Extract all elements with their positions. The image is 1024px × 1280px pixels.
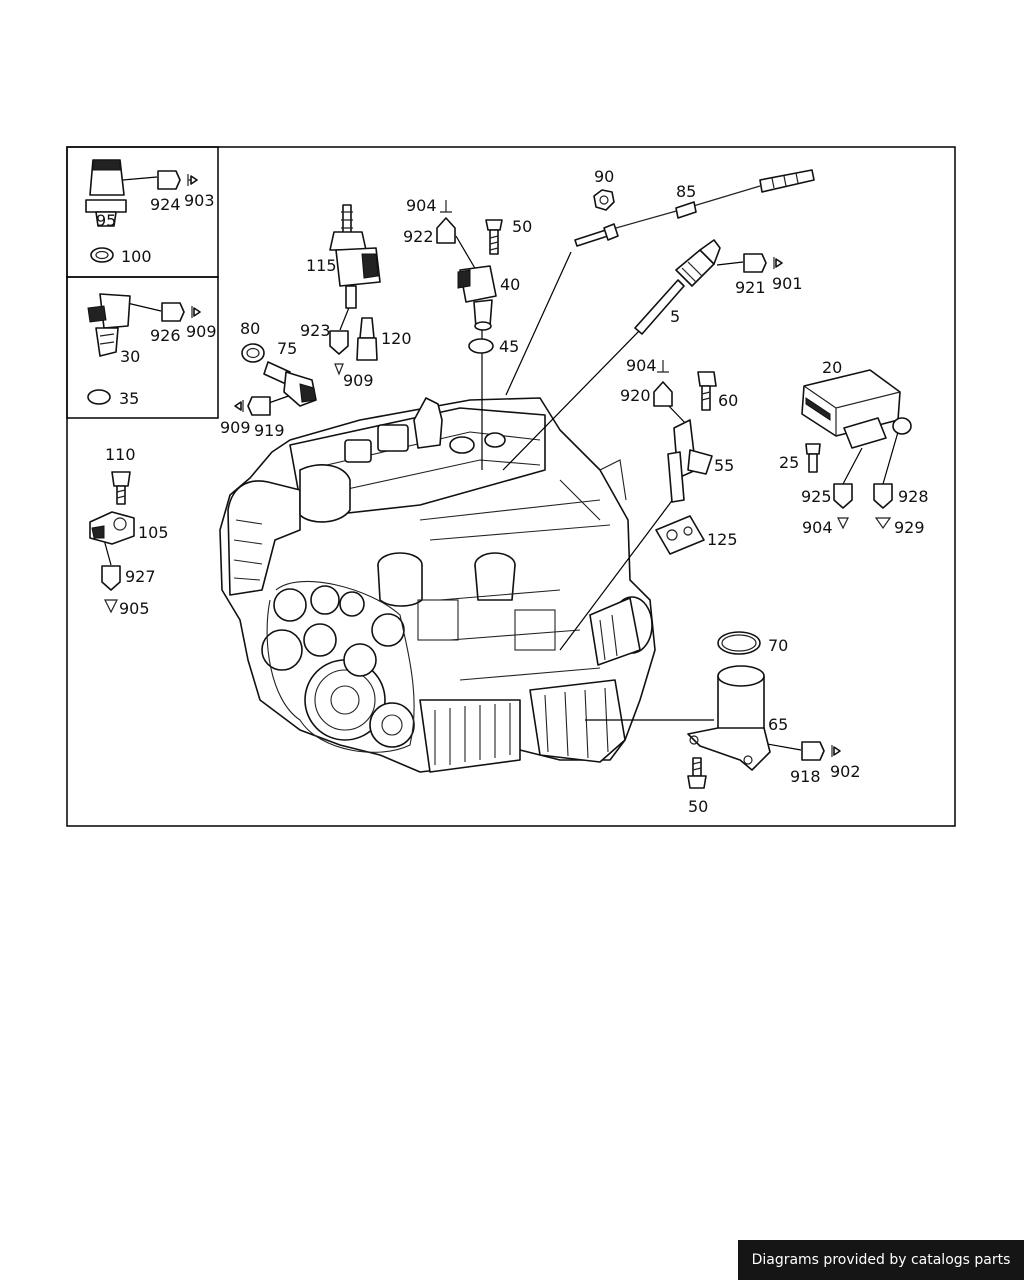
callout-55[interactable]: 55 <box>714 456 734 475</box>
callout-904-c[interactable]: 904 <box>802 518 833 537</box>
callout-923[interactable]: 923 <box>300 321 331 340</box>
callout-90[interactable]: 90 <box>594 167 614 186</box>
callout-909-a[interactable]: 909 <box>186 322 217 341</box>
part-70-seal-ring-icon[interactable] <box>717 631 761 655</box>
callout-20[interactable]: 20 <box>822 358 842 377</box>
part-95-sensor-icon[interactable] <box>85 159 127 227</box>
callout-926[interactable]: 926 <box>150 326 181 345</box>
callout-919[interactable]: 919 <box>254 421 285 440</box>
callout-105[interactable]: 105 <box>138 523 169 542</box>
callout-922[interactable]: 922 <box>403 227 434 246</box>
callout-45[interactable]: 45 <box>499 337 519 356</box>
part-105-knock-sensor-icon[interactable] <box>89 511 135 545</box>
callout-120[interactable]: 120 <box>381 329 412 348</box>
part-110-bolt-icon[interactable] <box>111 471 131 505</box>
callout-85[interactable]: 85 <box>676 182 696 201</box>
callout-921[interactable]: 921 <box>735 278 766 297</box>
part-45-seal-ring-icon[interactable] <box>468 338 494 354</box>
part-60-bolt-icon[interactable] <box>697 371 717 411</box>
part-40-sensor-icon[interactable] <box>457 265 497 331</box>
callout-920[interactable]: 920 <box>620 386 651 405</box>
callout-95[interactable]: 95 <box>96 211 116 230</box>
part-125-gasket-icon[interactable] <box>655 515 705 555</box>
callout-25[interactable]: 25 <box>779 453 799 472</box>
callout-5[interactable]: 5 <box>670 307 680 326</box>
part-50-bolt-icon[interactable] <box>485 219 503 255</box>
part-120-connector-icon[interactable] <box>356 317 378 361</box>
part-35-seal-ring-icon[interactable] <box>87 389 111 405</box>
callout-70[interactable]: 70 <box>768 636 788 655</box>
part-75-temp-sensor-icon[interactable] <box>263 361 317 407</box>
callout-925[interactable]: 925 <box>801 487 832 506</box>
callout-929[interactable]: 929 <box>894 518 925 537</box>
part-85-probe-icon[interactable] <box>574 169 815 247</box>
part-30-sensor-icon[interactable] <box>87 293 131 357</box>
callout-110[interactable]: 110 <box>105 445 136 464</box>
part-80-seal-ring-icon[interactable] <box>241 343 265 363</box>
callout-927[interactable]: 927 <box>125 567 156 586</box>
callout-909-b[interactable]: 909 <box>220 418 251 437</box>
callout-902[interactable]: 902 <box>830 762 861 781</box>
callout-918[interactable]: 918 <box>790 767 821 786</box>
part-55-sensor-icon[interactable] <box>667 419 713 503</box>
callout-100[interactable]: 100 <box>121 247 152 266</box>
diagram-frame <box>66 146 956 827</box>
callout-40[interactable]: 40 <box>500 275 520 294</box>
callout-924[interactable]: 924 <box>150 195 181 214</box>
callout-905[interactable]: 905 <box>119 599 150 618</box>
part-5-glow-plug-icon[interactable] <box>634 239 721 335</box>
callout-35[interactable]: 35 <box>119 389 139 408</box>
connector-symbols <box>101 170 893 761</box>
callout-115[interactable]: 115 <box>306 256 337 275</box>
callout-75[interactable]: 75 <box>277 339 297 358</box>
part-25-bolt-icon[interactable] <box>805 443 821 473</box>
part-20-control-unit-icon[interactable] <box>801 369 912 449</box>
credit-banner: Diagrams provided by catalogs parts <box>738 1240 1024 1280</box>
callout-60[interactable]: 60 <box>718 391 738 410</box>
callout-labels: 95 924 903 100 926 909 30 35 80 75 909 9… <box>96 167 929 816</box>
part-100-seal-ring-icon[interactable] <box>90 247 114 263</box>
callout-909-c[interactable]: 909 <box>343 371 374 390</box>
callout-80[interactable]: 80 <box>240 319 260 338</box>
callout-50-b[interactable]: 50 <box>688 797 708 816</box>
part-90-nut-icon[interactable] <box>593 189 615 211</box>
callout-904-b[interactable]: 904 <box>626 356 657 375</box>
callout-904-a[interactable]: 904 <box>406 196 437 215</box>
engine-block-illustration <box>219 397 656 773</box>
part-50-bolt-lower-icon[interactable] <box>687 757 707 789</box>
callout-65[interactable]: 65 <box>768 715 788 734</box>
part-65-level-sensor-icon[interactable] <box>687 665 771 771</box>
callout-903[interactable]: 903 <box>184 191 215 210</box>
part-115-valve-icon[interactable] <box>329 204 381 309</box>
callout-125[interactable]: 125 <box>707 530 738 549</box>
callout-50-a[interactable]: 50 <box>512 217 532 236</box>
callout-928[interactable]: 928 <box>898 487 929 506</box>
callout-30[interactable]: 30 <box>120 347 140 366</box>
callout-901[interactable]: 901 <box>772 274 803 293</box>
